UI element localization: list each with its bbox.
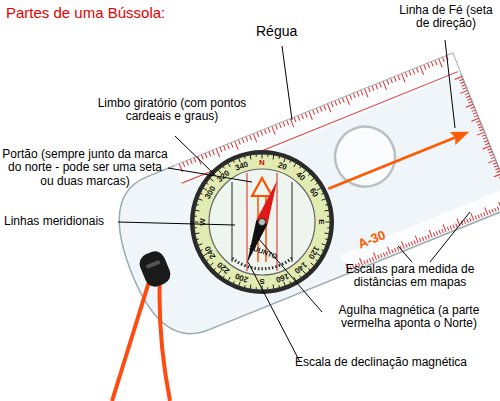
part-label: Limbo giratório (com pontos cardeais e g… [96, 97, 248, 124]
dial-number: 340 [234, 160, 250, 173]
orienting-gate [252, 178, 272, 196]
leader-line [175, 136, 215, 175]
part-label: Escalas para medida de distâncias em map… [328, 263, 492, 290]
part-label: Régua [256, 24, 316, 40]
part-label: Linha de Fé (seta de direção) [393, 4, 499, 31]
needle-north [256, 179, 282, 224]
meridian-line [292, 182, 293, 262]
page-title: Partes de uma Bússola: [6, 5, 165, 22]
dial-number: 220 [216, 259, 232, 274]
dial-number: 160 [274, 271, 290, 284]
dial-number: S [259, 277, 264, 286]
capsule [209, 169, 315, 275]
lanyard-clip-ridge [146, 260, 160, 269]
dial-number: 320 [216, 169, 232, 184]
lanyard-cord [112, 272, 152, 401]
leader-line [398, 246, 412, 262]
part-label: Linhas meridionais [4, 215, 134, 228]
dial-number: 300 [204, 184, 218, 200]
map-scale-strip [340, 188, 500, 271]
dial-number: 120 [306, 243, 320, 259]
leader-line [282, 46, 292, 120]
lanyard-clip [137, 248, 174, 289]
ruler-ticks [179, 56, 449, 172]
part-label: Portão (sempre junto da marca do norte -… [0, 148, 170, 188]
leader-line [118, 222, 235, 225]
side-scale-ticks [455, 76, 500, 185]
leader-line [445, 40, 455, 128]
model-text: A-30 [356, 228, 388, 252]
direction-arrowhead [450, 125, 472, 145]
dial-number: 20 [276, 161, 287, 172]
meridian-lines [232, 173, 292, 271]
leader-line [430, 212, 470, 262]
meridian-line [232, 182, 233, 262]
dial-number: W [199, 218, 208, 226]
dial-number: 60 [307, 186, 319, 198]
needle-south [241, 220, 267, 265]
part-label: Agulha magnética (a parte vermelha apont… [318, 304, 500, 331]
part-label: Escala de declinação magnética [294, 356, 468, 369]
direction-line [328, 137, 456, 189]
brand-text: SUUNTO [248, 243, 278, 260]
dial-number: N [259, 159, 265, 168]
map-scale-ticks [346, 198, 500, 271]
leader-line [248, 262, 300, 362]
dial-number: 140 [292, 259, 308, 274]
dial-number: E [317, 219, 326, 224]
needle-pivot [258, 218, 267, 227]
meridian-line [247, 173, 248, 271]
magnetic-needle [241, 179, 282, 266]
dial-number: 240 [204, 243, 218, 259]
lanyard-cord [159, 275, 170, 401]
dial-number: 200 [234, 271, 250, 284]
dial-number: 40 [294, 171, 307, 184]
